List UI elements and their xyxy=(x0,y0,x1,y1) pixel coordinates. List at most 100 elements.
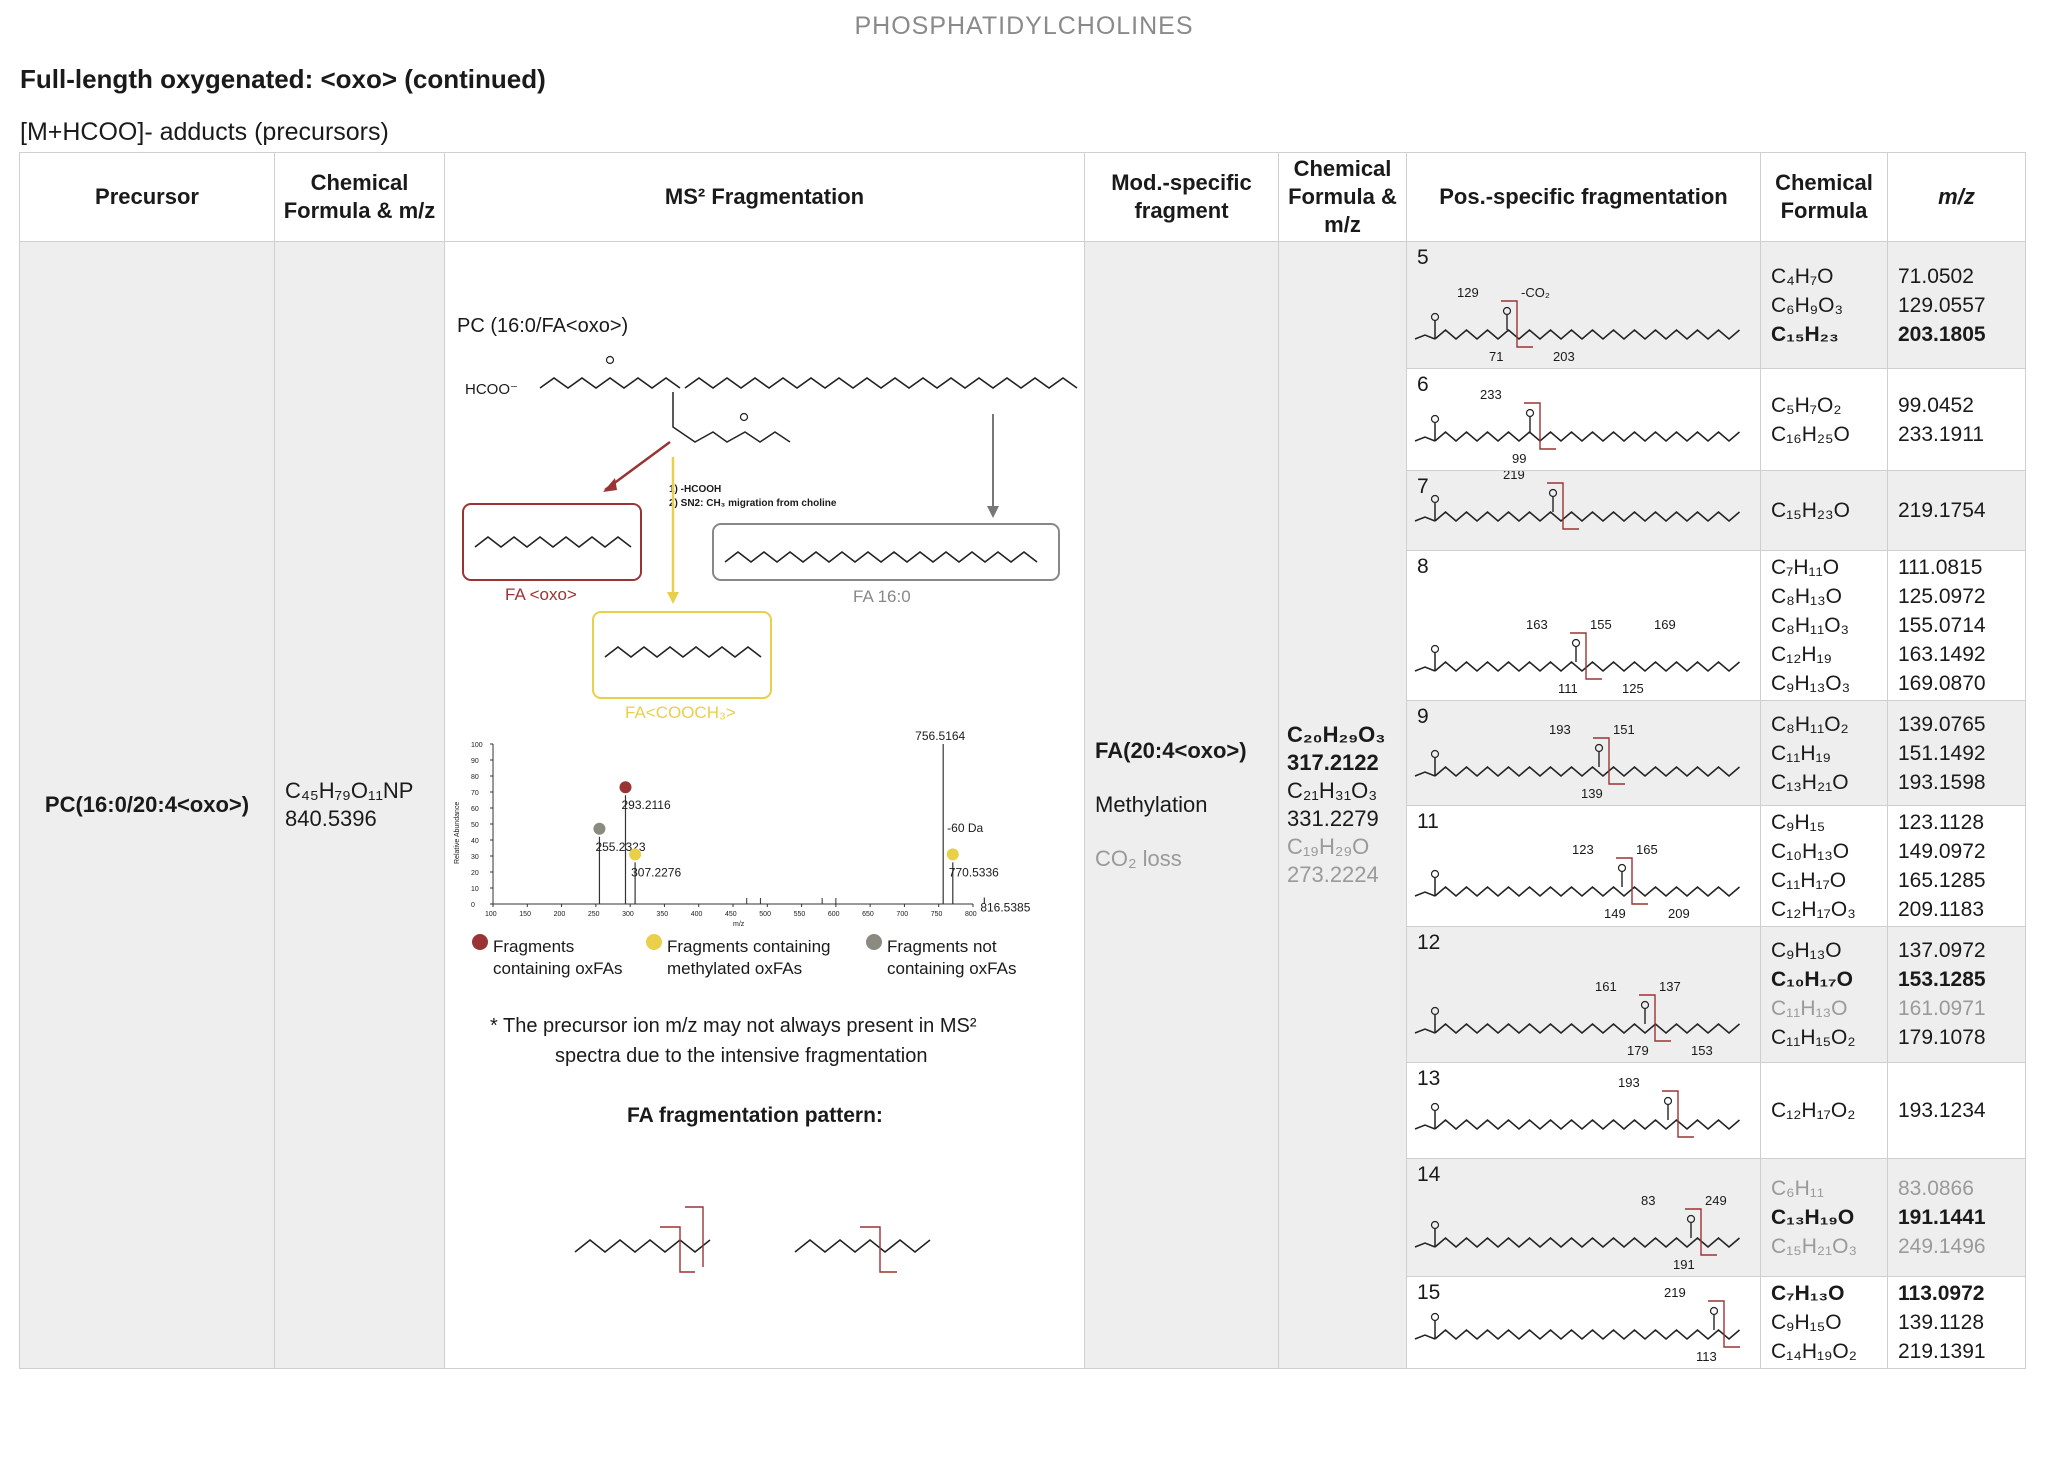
y-axis-label: Relative Abundance xyxy=(454,802,461,864)
fragment-mass-label: 123 xyxy=(1572,842,1594,857)
header-chem-formula: Chemical Formula xyxy=(1760,152,1888,242)
fragment-mass-label: 111 xyxy=(1558,681,1578,696)
fa-oxo-structure xyxy=(474,535,632,549)
y-tick-label: 90 xyxy=(471,758,479,765)
position-number: 5 xyxy=(1417,246,1429,269)
precursor-formula-cell: C₄₅H₇₉O₁₁NP 840.5396 xyxy=(274,241,445,1369)
fragment-mz: 139.1128 xyxy=(1898,1310,1985,1334)
peak-label: 756.5164 xyxy=(915,729,965,743)
fragment-mass-label: 125 xyxy=(1622,681,1644,696)
y-tick-label: 40 xyxy=(471,838,479,845)
fa-pattern-title: FA fragmentation pattern: xyxy=(627,1104,883,1127)
subtitle: [M+HCOO]- adducts (precursors) xyxy=(20,118,389,147)
fragment-formula: C₁₃H₂₁O xyxy=(1771,770,1849,794)
precursor-mz: 840.5396 xyxy=(285,806,377,831)
fragment-mz: 153.1285 xyxy=(1898,968,1986,992)
y-tick-label: 60 xyxy=(471,806,479,813)
position-mz-values: 193.1234 xyxy=(1887,1061,2026,1159)
fragment-mass-label: 249 xyxy=(1705,1193,1727,1208)
x-tick-label: 700 xyxy=(896,911,908,918)
peak-label: 293.2116 xyxy=(621,798,670,812)
fragment-mass-label: 129 xyxy=(1457,285,1479,300)
fragment-mass-label: 153 xyxy=(1691,1043,1713,1058)
fragment-mass-label: 193 xyxy=(1549,722,1571,737)
fragment-mass-label: 163 xyxy=(1526,617,1548,632)
fragment-mz: 209.1183 xyxy=(1898,898,1985,921)
fragment-mz: 179.1078 xyxy=(1898,1026,1986,1050)
y-tick-label: 20 xyxy=(471,870,479,877)
fragment-mz: 139.0765 xyxy=(1898,712,1986,736)
peak-label: 770.5336 xyxy=(949,865,999,879)
legend-swatch xyxy=(472,934,488,950)
fa-pattern-2 xyxy=(794,1238,931,1254)
legend-text: containing oxFAs xyxy=(887,959,1016,978)
header-mod-specific: Mod.-specific fragment xyxy=(1084,152,1279,242)
fragment-formula: C₅H₇O₂ xyxy=(1771,393,1842,417)
fragment-formula: C₁₂H₁₉ xyxy=(1771,643,1832,667)
x-tick-label: 650 xyxy=(862,911,874,918)
fragment-mz: 149.0972 xyxy=(1898,840,1986,863)
fa-oxo-label: FA <oxo> xyxy=(505,585,577,604)
fragment-mass-label: 149 xyxy=(1604,906,1626,921)
fragment-mass-label: 169 xyxy=(1654,617,1676,632)
legend-text: Fragments containing xyxy=(667,937,830,956)
precursor-formula: C₄₅H₇₉O₁₁NP xyxy=(285,778,414,803)
fatty-acid-structure: 123 149 165 209 xyxy=(1414,842,1741,921)
fragment-mz: 113.0972 xyxy=(1898,1281,1985,1305)
x-tick-label: 450 xyxy=(725,911,737,918)
fragment-mz: 219.1391 xyxy=(1898,1339,1986,1363)
peak-marker xyxy=(593,822,606,835)
fragment-mass-label: 209 xyxy=(1668,906,1690,921)
legend-text: methylated oxFAs xyxy=(667,959,802,978)
fragment-mz: 165.1285 xyxy=(1898,869,1986,892)
fragment-formula: C₁₀H₁₇O xyxy=(1771,968,1853,992)
fragment-formula: C₁₄H₁₉O₂ xyxy=(1771,1339,1857,1363)
mod-fragment-label: FA(20:4<oxo>) xyxy=(1095,738,1247,763)
x-tick-label: 600 xyxy=(828,911,840,918)
x-tick-label: 800 xyxy=(965,911,977,918)
y-tick-label: 0 xyxy=(471,902,475,909)
fragment-formula: C₉H₁₅O xyxy=(1771,1310,1842,1334)
fragment-mz: 125.0972 xyxy=(1898,585,1986,609)
fa-cooch3-label: FA<COOCH₃> xyxy=(625,703,736,722)
fragment-mz: 111.0815 xyxy=(1898,556,1983,580)
formate-label: HCOO⁻ xyxy=(465,381,518,398)
fragment-mz: 137.0972 xyxy=(1898,939,1986,963)
header-ms2: MS² Fragmentation xyxy=(444,152,1085,242)
fragment-mass-label: 165 xyxy=(1636,842,1658,857)
fragment-mz: 163.1492 xyxy=(1898,643,1986,667)
fa-160-structure xyxy=(724,550,1038,564)
position-mz-values: 113.0972 139.1128 219.1391 xyxy=(1887,1275,2026,1370)
fragment-mz: 129.0557 xyxy=(1898,293,1986,317)
headgroup-backbone xyxy=(539,377,681,389)
mod-formula-line: C₁₉H₂₉O xyxy=(1287,834,1370,859)
fragment-mass-label: 219 xyxy=(1503,471,1525,482)
fragment-mass-label: 219 xyxy=(1664,1285,1686,1300)
y-tick-label: 100 xyxy=(471,742,483,749)
carbon-chain xyxy=(1434,766,1741,778)
mod-fragment-label: Methylation xyxy=(1095,792,1208,817)
y-tick-label: 30 xyxy=(471,854,479,861)
position-number: 13 xyxy=(1417,1066,1441,1090)
subtitle-text: [M+HCOO]- adducts (precursors) xyxy=(20,118,389,146)
fragment-mz: 193.1234 xyxy=(1898,1098,1986,1122)
carbon-chain xyxy=(1434,511,1741,523)
position-number: 8 xyxy=(1417,555,1429,579)
structure-title: PC (16:0/FA<oxo>) xyxy=(457,315,628,337)
